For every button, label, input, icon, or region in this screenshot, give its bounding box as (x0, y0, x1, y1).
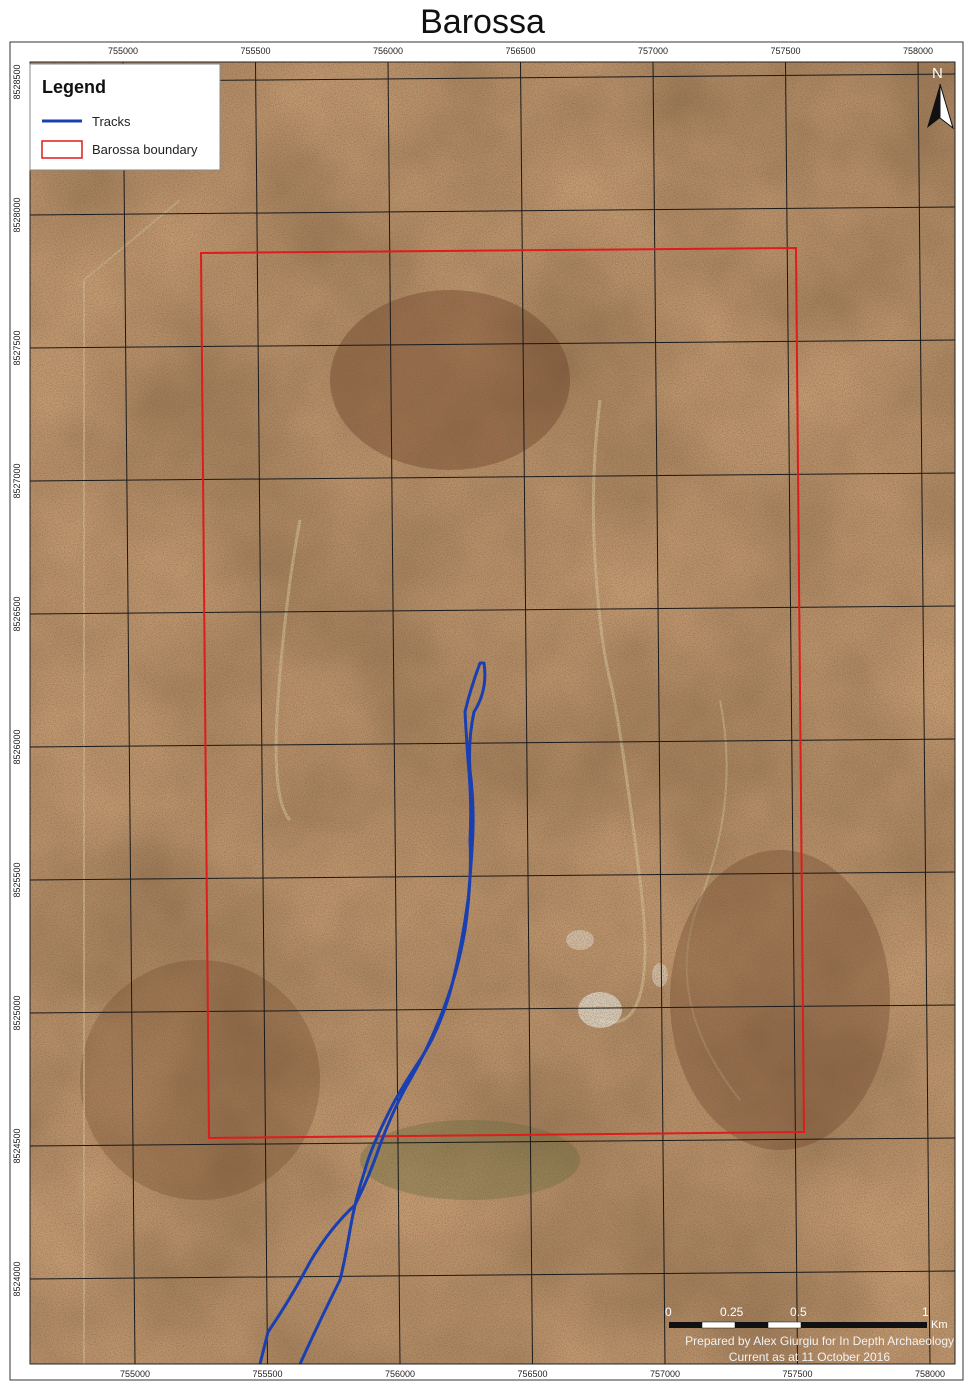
northing-label-left: 8526500 (12, 596, 22, 631)
north-arrow: N (927, 65, 954, 130)
map-title: Barossa (420, 3, 545, 41)
easting-label-bottom: 755000 (120, 1369, 150, 1379)
grid-line-northing (30, 1004, 955, 1014)
northing-label-left: 8528500 (12, 64, 22, 99)
northing-label-left: 8526000 (12, 729, 22, 764)
easting-label-bottom: 757500 (782, 1369, 812, 1379)
easting-labels-top: 755000 755500 756000 756500 757000 757500 7580… (108, 46, 933, 56)
grid-line-easting (785, 62, 798, 1364)
legend: Legend Tracks Barossa boundary (29, 63, 221, 171)
northing-labels-left: 8528500 8528000 8527500 8527000 8526500 85260… (12, 64, 22, 1296)
scale-label-1: 1 (922, 1305, 929, 1319)
north-label: N (932, 65, 943, 82)
easting-label-top: 755000 (108, 46, 138, 56)
easting-label-bottom: 755500 (252, 1369, 282, 1379)
northing-label-left: 8527000 (12, 463, 22, 498)
map-frame (29, 61, 956, 1365)
legend-box (29, 63, 221, 171)
scale-bar: 0 0.25 0.5 1 Km (665, 1305, 948, 1331)
scale-label-05: 0.5 (790, 1305, 807, 1319)
north-arrow-icon (927, 84, 940, 128)
scale-label-0: 0 (665, 1305, 672, 1319)
easting-label-top: 757500 (770, 46, 800, 56)
tracks[interactable] (258, 661, 487, 1364)
grid-line-northing (30, 605, 955, 615)
easting-label-top: 757000 (638, 46, 668, 56)
legend-heading: Legend (42, 77, 106, 97)
easting-label-top: 758000 (903, 46, 933, 56)
northing-label-left: 8525000 (12, 995, 22, 1030)
scale-unit: Km (931, 1319, 948, 1331)
prepared-by-credit: Prepared by Alex Giurgiu for In Depth Ar… (685, 1334, 954, 1348)
grid-line-northing (30, 1270, 955, 1280)
grid-line-northing (30, 206, 955, 216)
legend-item-boundary: Barossa boundary (92, 142, 198, 157)
northing-label-left: 8524500 (12, 1128, 22, 1163)
current-as-at-credit: Current as at 11 October 2016 (729, 1350, 891, 1364)
grid-line-easting (520, 62, 533, 1364)
scale-label-025: 0.25 (720, 1305, 744, 1319)
northing-label-left: 8524000 (12, 1261, 22, 1296)
track-line[interactable] (258, 661, 487, 1364)
grid-line-northing (30, 1137, 955, 1147)
easting-label-bottom: 757000 (650, 1369, 680, 1379)
satellite-imagery (30, 62, 955, 1364)
grid-line-easting (122, 62, 136, 1364)
easting-label-top: 756000 (373, 46, 403, 56)
barossa-boundary[interactable] (199, 246, 806, 1140)
legend-item-tracks: Tracks (92, 114, 131, 129)
grid-line-easting (652, 62, 666, 1364)
easting-label-top: 755500 (240, 46, 270, 56)
northing-label-left: 8528000 (12, 197, 22, 232)
easting-label-bottom: 756000 (385, 1369, 415, 1379)
boundary-legend-swatch (41, 140, 83, 159)
easting-label-top: 756500 (505, 46, 535, 56)
grid-line-northing (30, 472, 955, 482)
easting-labels-bottom: 755000 755500 756000 756500 757000 757500 7580… (120, 1369, 945, 1379)
grid-line-northing (30, 339, 955, 349)
grid-line-easting (387, 62, 401, 1364)
easting-label-bottom: 756500 (517, 1369, 547, 1379)
northing-label-left: 8527500 (12, 330, 22, 365)
grid-line-easting (917, 62, 931, 1364)
grid-line-easting (255, 62, 268, 1364)
easting-label-bottom: 758000 (915, 1369, 945, 1379)
northing-label-left: 8525500 (12, 862, 22, 897)
coordinate-grid (30, 62, 955, 1364)
